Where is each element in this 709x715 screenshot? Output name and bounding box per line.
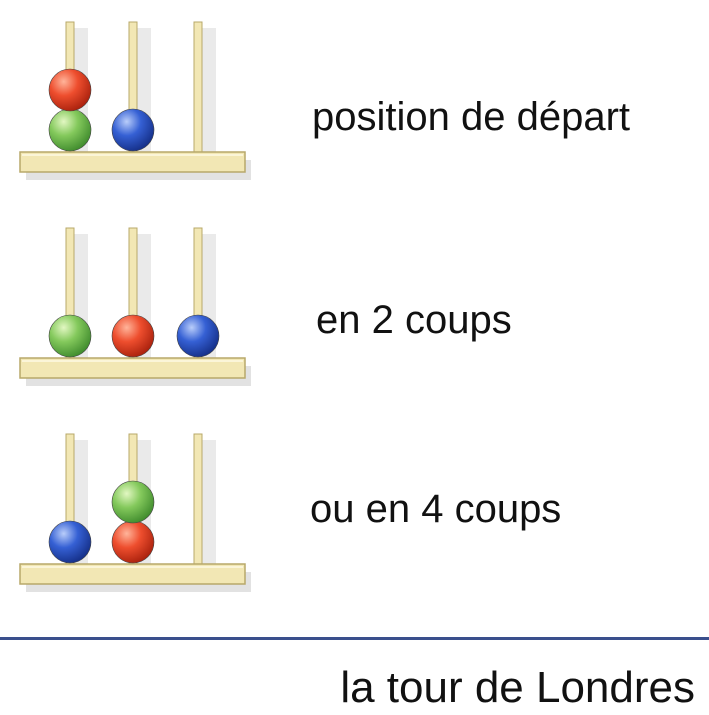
green-ball: [48, 314, 92, 358]
red-ball: [48, 68, 92, 112]
puzzle-state-1: [19, 21, 251, 180]
puzzle-state-3: [19, 433, 251, 592]
puzzle-state-2: [19, 227, 251, 386]
wooden-base: [19, 357, 246, 379]
wooden-base: [19, 563, 246, 585]
blue-ball: [176, 314, 220, 358]
red-ball: [111, 520, 155, 564]
page-title: la tour de Londres: [340, 663, 695, 712]
red-ball: [111, 314, 155, 358]
peg-3: [193, 433, 203, 567]
green-ball: [111, 480, 155, 524]
green-ball: [48, 108, 92, 152]
caption-start-position: position de départ: [312, 95, 631, 139]
peg-shadow: [202, 28, 216, 158]
tower-of-london-diagram: [19, 21, 251, 592]
wooden-base: [19, 151, 246, 173]
peg-shadow: [202, 440, 216, 570]
blue-ball: [111, 108, 155, 152]
peg-3: [193, 21, 203, 155]
blue-ball: [48, 520, 92, 564]
caption-four-moves: ou en 4 coups: [310, 487, 562, 531]
caption-two-moves: en 2 coups: [316, 298, 512, 342]
divider-line: [0, 637, 709, 640]
